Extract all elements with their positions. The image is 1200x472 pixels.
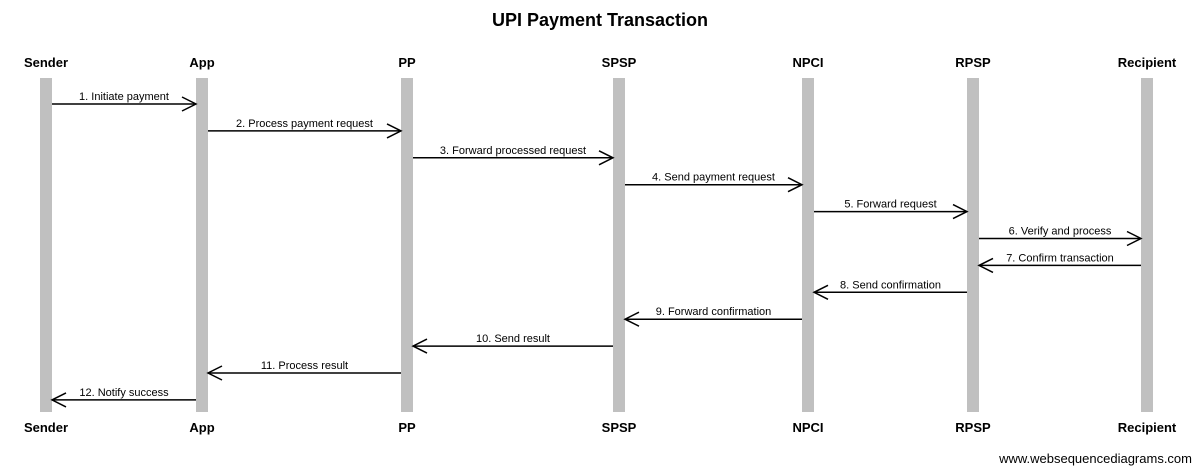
- participant-label-pp: PP: [398, 55, 416, 70]
- arrowhead-icon: [411, 338, 428, 354]
- arrowhead-icon: [623, 311, 640, 327]
- participant-label-rpsp-bottom: RPSP: [955, 420, 991, 435]
- arrowhead-icon: [1126, 230, 1143, 247]
- lifelines-group: [40, 78, 1153, 412]
- participant-label-recipient: Recipient: [1118, 55, 1177, 70]
- participant-label-app-bottom: App: [189, 420, 214, 435]
- message-5: 5. Forward request: [814, 199, 969, 220]
- arrowhead-icon: [50, 392, 67, 408]
- message-label: 4. Send payment request: [652, 172, 775, 184]
- message-label: 7. Confirm transaction: [1006, 252, 1114, 264]
- lifeline-rpsp: [967, 78, 979, 412]
- arrowhead-icon: [977, 257, 994, 274]
- arrowhead-icon: [386, 123, 403, 139]
- message-4: 4. Send payment request: [625, 172, 804, 193]
- message-11: 11. Process result: [206, 360, 401, 381]
- message-6: 6. Verify and process: [979, 226, 1143, 247]
- message-7: 7. Confirm transaction: [977, 252, 1141, 274]
- lifeline-spsp: [613, 78, 625, 412]
- message-2: 2. Process payment request: [208, 118, 403, 139]
- message-label: 10. Send result: [476, 333, 550, 345]
- participant-label-pp-bottom: PP: [398, 420, 416, 435]
- lifeline-app: [196, 78, 208, 412]
- message-label: 8. Send confirmation: [840, 279, 941, 291]
- message-3: 3. Forward processed request: [413, 145, 615, 166]
- arrowhead-icon: [952, 203, 969, 220]
- participant-label-spsp-bottom: SPSP: [602, 420, 637, 435]
- participant-label-sender-bottom: Sender: [24, 420, 68, 435]
- participant-label-npci: NPCI: [792, 55, 823, 70]
- message-label: 3. Forward processed request: [440, 145, 586, 157]
- participant-label-recipient-bottom: Recipient: [1118, 420, 1177, 435]
- arrowhead-icon: [181, 96, 198, 112]
- message-label: 5. Forward request: [844, 199, 936, 211]
- message-10: 10. Send result: [411, 333, 613, 354]
- lifeline-sender: [40, 78, 52, 412]
- message-12: 12. Notify success: [50, 387, 196, 408]
- participants-bottom: Sender App PP SPSP NPCI RPSP Recipient: [24, 420, 1177, 435]
- participant-label-spsp: SPSP: [602, 55, 637, 70]
- message-label: 1. Initiate payment: [79, 91, 169, 103]
- participant-label-app: App: [189, 55, 214, 70]
- participants-top: Sender App PP SPSP NPCI RPSP Recipient: [24, 55, 1177, 70]
- participant-label-npci-bottom: NPCI: [792, 420, 823, 435]
- arrowhead-icon: [206, 365, 223, 381]
- message-1: 1. Initiate payment: [52, 91, 198, 112]
- lifeline-npci: [802, 78, 814, 412]
- message-label: 9. Forward confirmation: [656, 306, 772, 318]
- participant-label-rpsp: RPSP: [955, 55, 991, 70]
- message-9: 9. Forward confirmation: [623, 306, 802, 327]
- participant-label-sender: Sender: [24, 55, 68, 70]
- message-label: 12. Notify success: [79, 387, 169, 399]
- messages-group: 1. Initiate payment 2. Process payment re…: [50, 91, 1143, 408]
- arrowhead-icon: [598, 150, 615, 166]
- arrowhead-icon: [787, 177, 804, 193]
- lifeline-recipient: [1141, 78, 1153, 412]
- message-label: 6. Verify and process: [1009, 226, 1112, 238]
- message-label: 2. Process payment request: [236, 118, 373, 130]
- arrowhead-icon: [812, 284, 829, 300]
- diagram-title: UPI Payment Transaction: [492, 10, 708, 30]
- watermark-text: www.websequencediagrams.com: [998, 451, 1192, 466]
- message-label: 11. Process result: [261, 360, 348, 372]
- lifeline-pp: [401, 78, 413, 412]
- message-8: 8. Send confirmation: [812, 279, 967, 300]
